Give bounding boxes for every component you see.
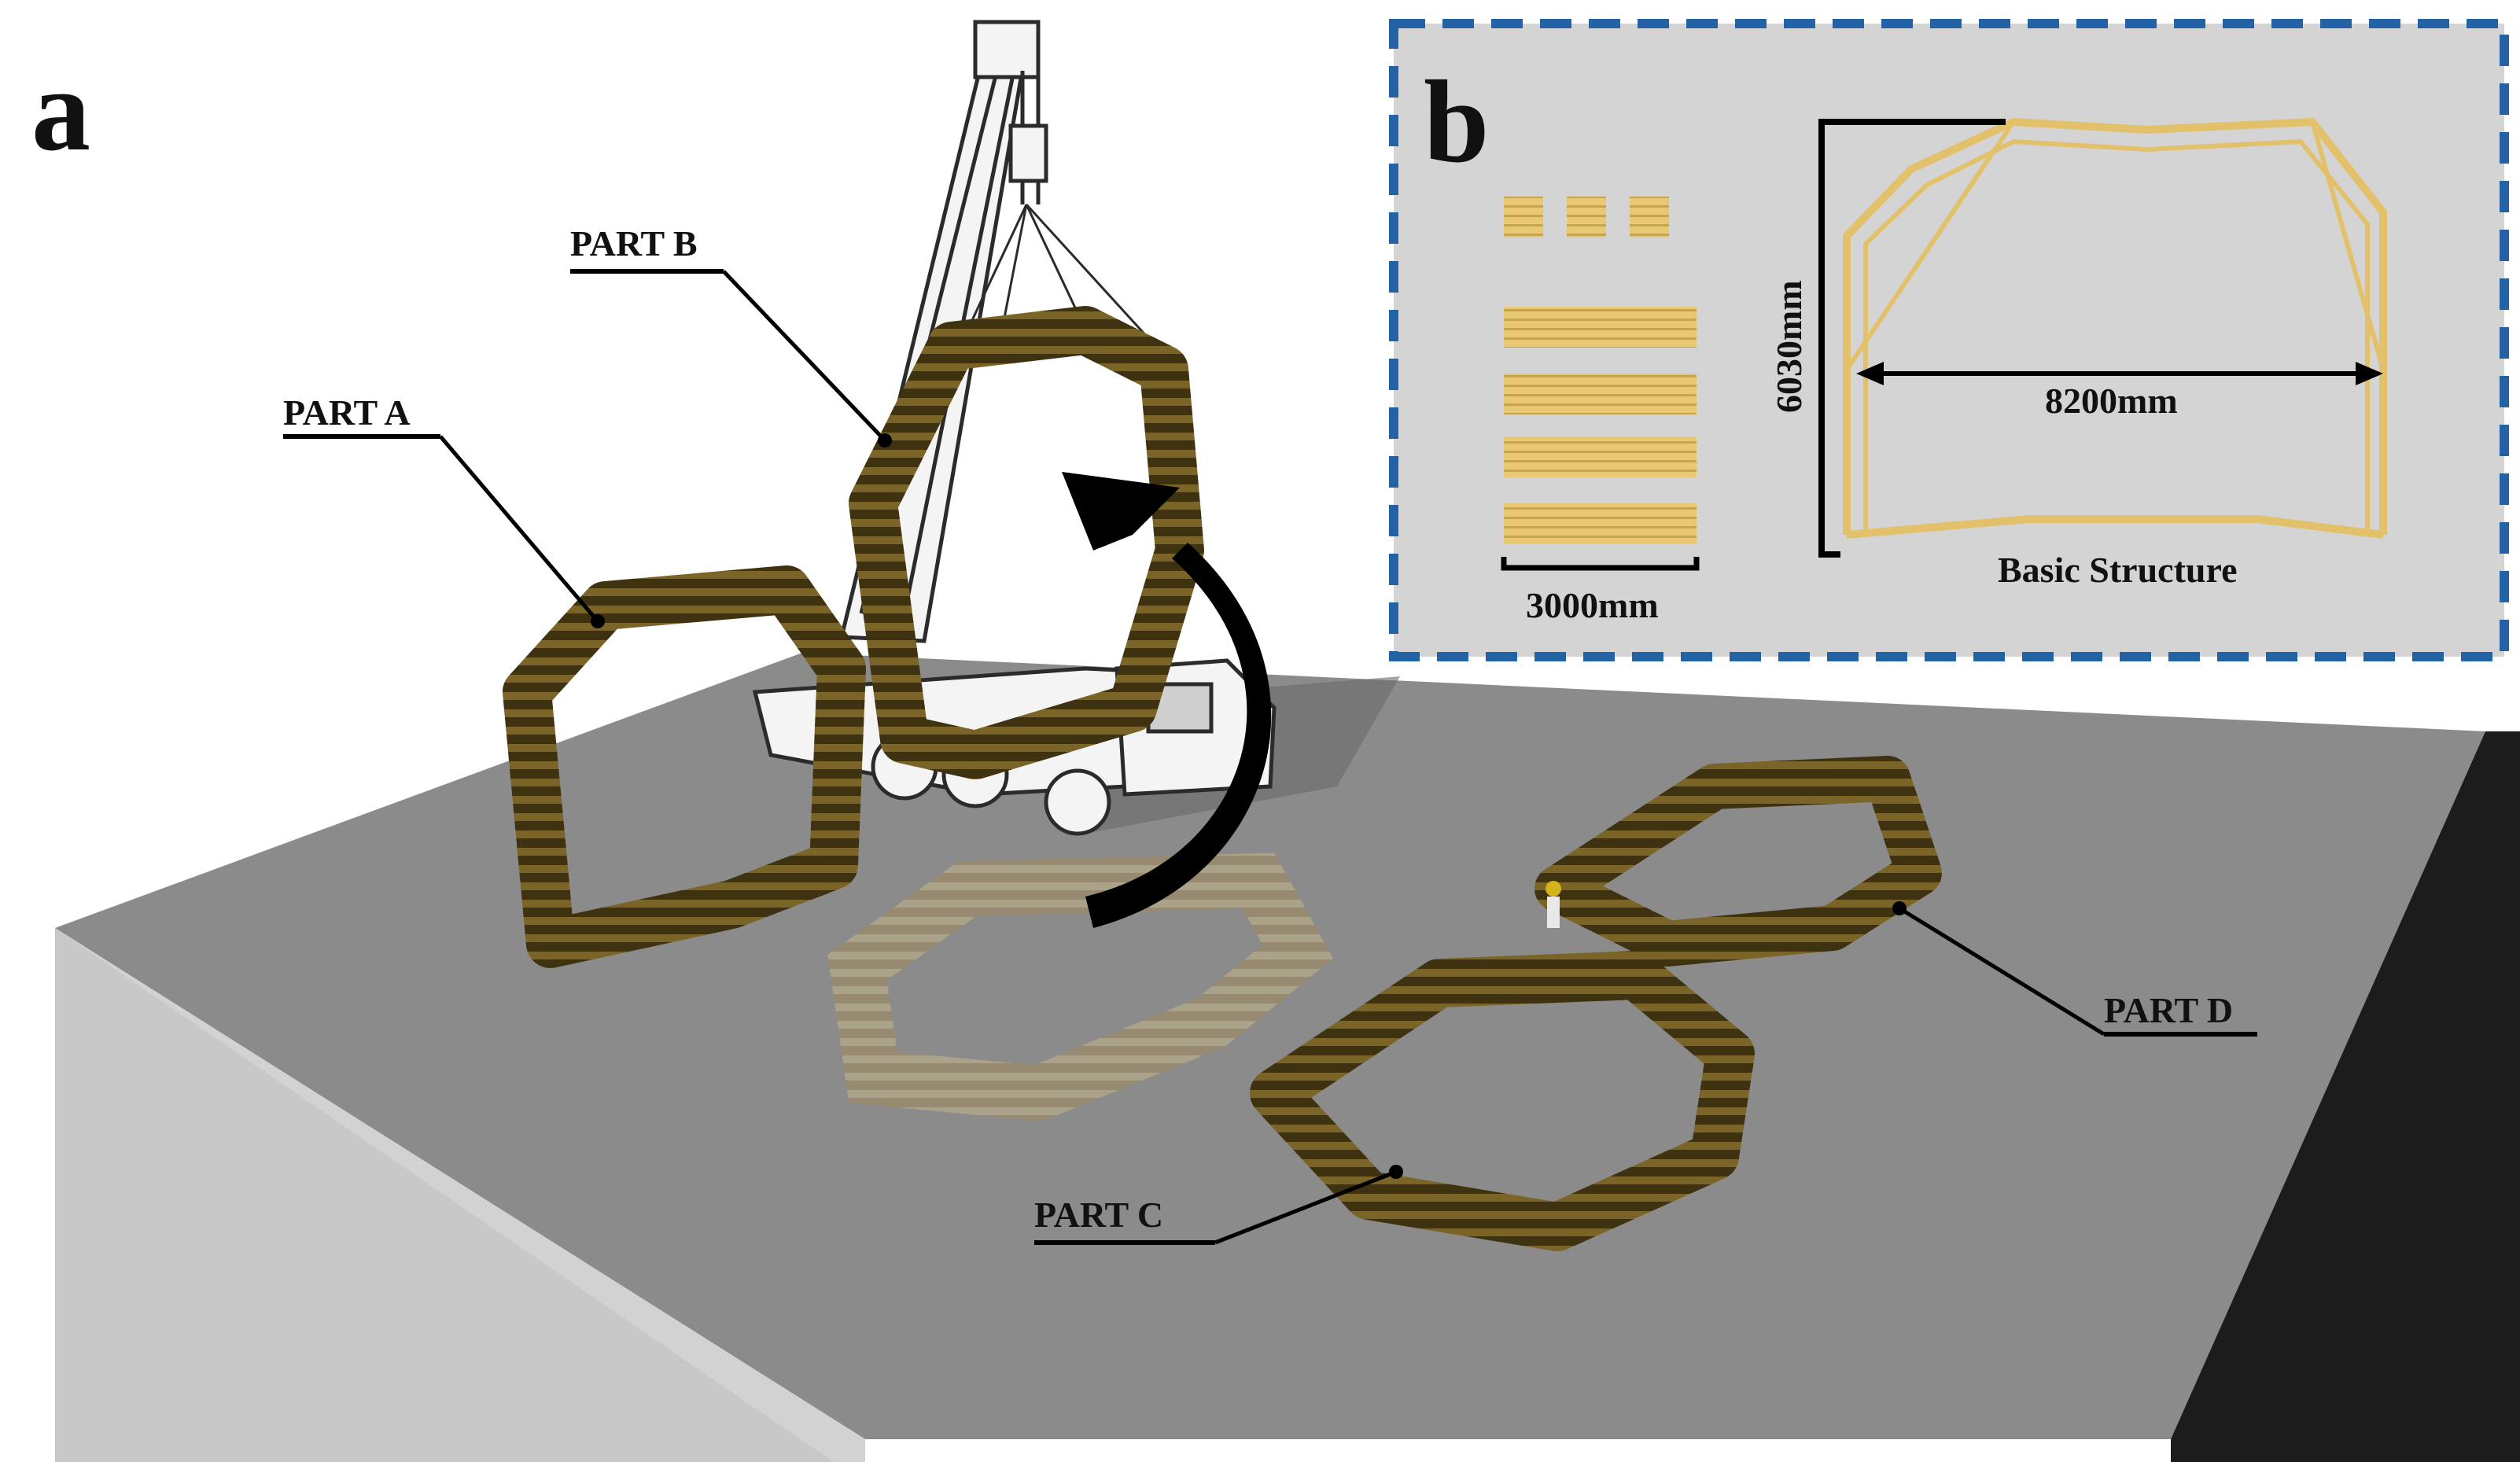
panel-a-letter: a bbox=[31, 45, 90, 175]
slab-top bbox=[55, 653, 2485, 1439]
panel-a: a bbox=[31, 20, 2520, 1462]
long-board-3 bbox=[1504, 436, 1697, 477]
rotation-arrow bbox=[1062, 472, 1272, 928]
small-module-1 bbox=[1504, 197, 1543, 238]
height-dimension: 6030mm bbox=[1769, 119, 2006, 558]
span-dimension: 8200mm bbox=[1856, 362, 2383, 421]
module-dimension: 3000mm bbox=[1501, 557, 1700, 625]
hook-block bbox=[1008, 123, 1048, 183]
label-part-b: PART B bbox=[570, 223, 892, 447]
part-d-frame bbox=[1534, 756, 1942, 967]
part-d-label: PART D bbox=[2104, 990, 2233, 1030]
label-part-c: PART C bbox=[1034, 1165, 1403, 1245]
small-modules bbox=[1504, 197, 1669, 238]
sling-4 bbox=[1025, 203, 1150, 340]
ground-slab bbox=[55, 653, 2520, 1462]
part-a-label: PART A bbox=[283, 392, 411, 433]
ghost-frame bbox=[827, 853, 1333, 1121]
span-dimension-label: 8200mm bbox=[2045, 381, 2178, 421]
basic-structure-caption: Basic Structure bbox=[1998, 550, 2238, 590]
part-b-frame bbox=[849, 306, 1204, 779]
brace-left bbox=[1844, 120, 2016, 371]
sling-1 bbox=[966, 204, 1028, 331]
slab-front-lower bbox=[55, 928, 834, 1462]
part-b-label: PART B bbox=[570, 223, 698, 263]
long-board-2 bbox=[1504, 374, 1697, 414]
small-module-3 bbox=[1630, 197, 1669, 238]
wheel-3 bbox=[1044, 768, 1111, 836]
base-line bbox=[1846, 515, 2384, 539]
part-a-frame bbox=[503, 565, 866, 968]
worker-figure bbox=[1546, 881, 1561, 928]
long-boards bbox=[1504, 307, 1697, 544]
panel-b: b 3000mm 6030mm bbox=[1389, 19, 2509, 661]
label-part-d: PART D bbox=[1892, 901, 2257, 1037]
inner-frame bbox=[1863, 139, 2370, 535]
small-module-2 bbox=[1567, 197, 1606, 238]
brace-right bbox=[2310, 121, 2386, 370]
part-c-label: PART C bbox=[1034, 1195, 1163, 1235]
arrow-head bbox=[1062, 472, 1180, 551]
part-c-frame bbox=[1250, 951, 1755, 1251]
long-board-4 bbox=[1504, 503, 1697, 544]
outer-frame bbox=[1843, 118, 2387, 535]
long-board-1 bbox=[1504, 307, 1697, 348]
boom-head bbox=[973, 20, 1041, 79]
label-part-a: PART A bbox=[283, 392, 605, 628]
module-dimension-label: 3000mm bbox=[1526, 585, 1659, 625]
height-dimension-label: 6030mm bbox=[1769, 280, 1809, 413]
panel-b-letter: b bbox=[1424, 57, 1489, 187]
basic-structure bbox=[1843, 118, 2387, 539]
slab-side bbox=[2171, 731, 2520, 1462]
